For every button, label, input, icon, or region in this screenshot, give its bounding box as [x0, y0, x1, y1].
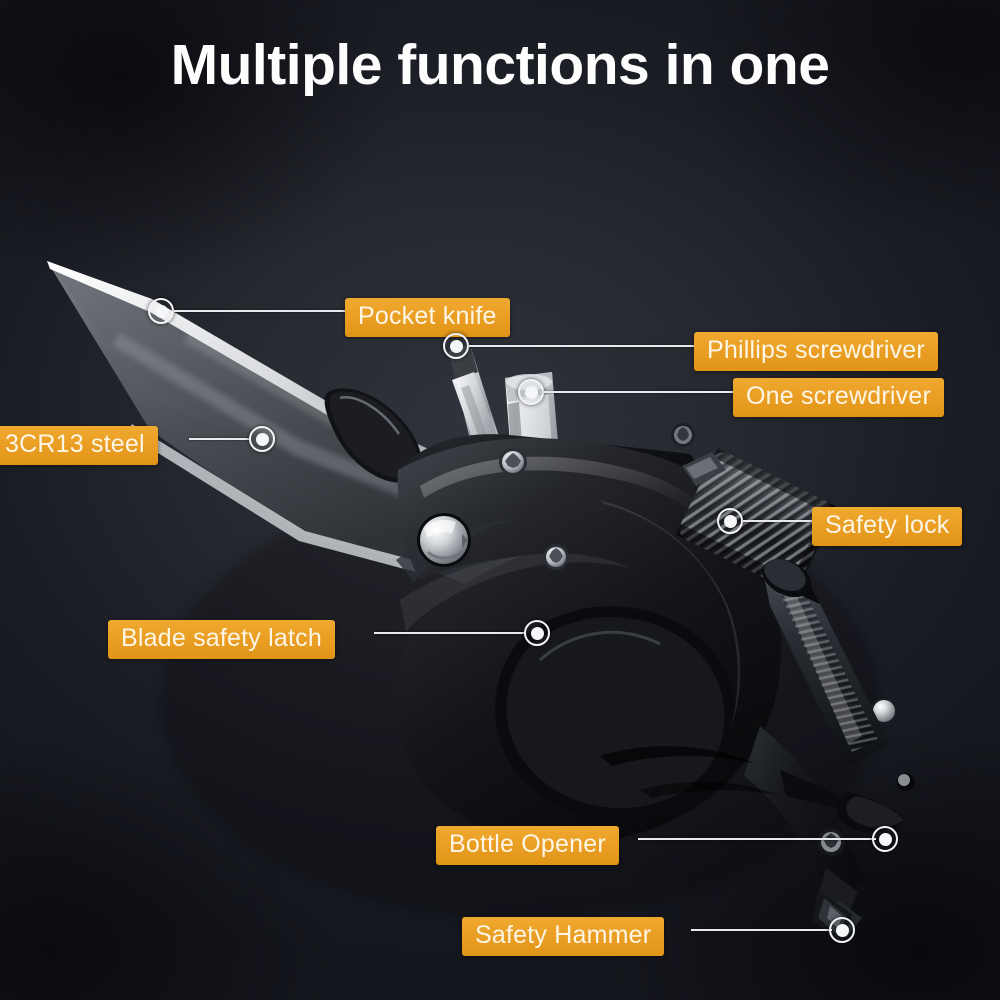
leader-line-safety-hammer	[691, 929, 832, 931]
marker-dot-pocket-knife[interactable]	[148, 298, 174, 324]
marker-dot-3cr13-steel[interactable]	[249, 426, 275, 452]
leader-line-bottle-opener	[638, 838, 876, 840]
badge-3cr13-steel[interactable]: 3CR13 steel	[0, 426, 158, 465]
badge-phillips-screwdriver[interactable]: Phillips screwdriver	[694, 332, 938, 371]
badge-pocket-knife[interactable]: Pocket knife	[345, 298, 510, 337]
leader-line-one-screwdriver	[544, 391, 736, 393]
badge-bottle-opener[interactable]: Bottle Opener	[436, 826, 619, 865]
page-title: Multiple functions in one	[170, 33, 830, 97]
carabiner-body	[395, 434, 915, 938]
knife-blade	[47, 261, 560, 590]
leader-line-3cr13-steel	[189, 438, 251, 440]
marker-dot-phillips-screwdriver[interactable]	[443, 333, 469, 359]
leader-line-phillips-screwdriver	[469, 345, 697, 347]
badge-safety-lock[interactable]: Safety lock	[812, 507, 963, 546]
marker-dot-bottle-opener[interactable]	[872, 826, 898, 852]
badge-one-screwdriver[interactable]: One screwdriver	[733, 378, 944, 417]
marker-dot-one-screwdriver[interactable]	[518, 379, 544, 405]
marker-dot-blade-safety-latch[interactable]	[524, 620, 550, 646]
leader-line-pocket-knife	[174, 310, 349, 312]
leader-line-safety-lock	[743, 520, 815, 522]
badge-blade-safety-latch[interactable]: Blade safety latch	[108, 620, 335, 659]
marker-dot-safety-hammer[interactable]	[829, 917, 855, 943]
marker-dot-safety-lock[interactable]	[717, 508, 743, 534]
badge-safety-hammer[interactable]: Safety Hammer	[462, 917, 665, 956]
leader-line-blade-safety-latch	[374, 632, 526, 634]
